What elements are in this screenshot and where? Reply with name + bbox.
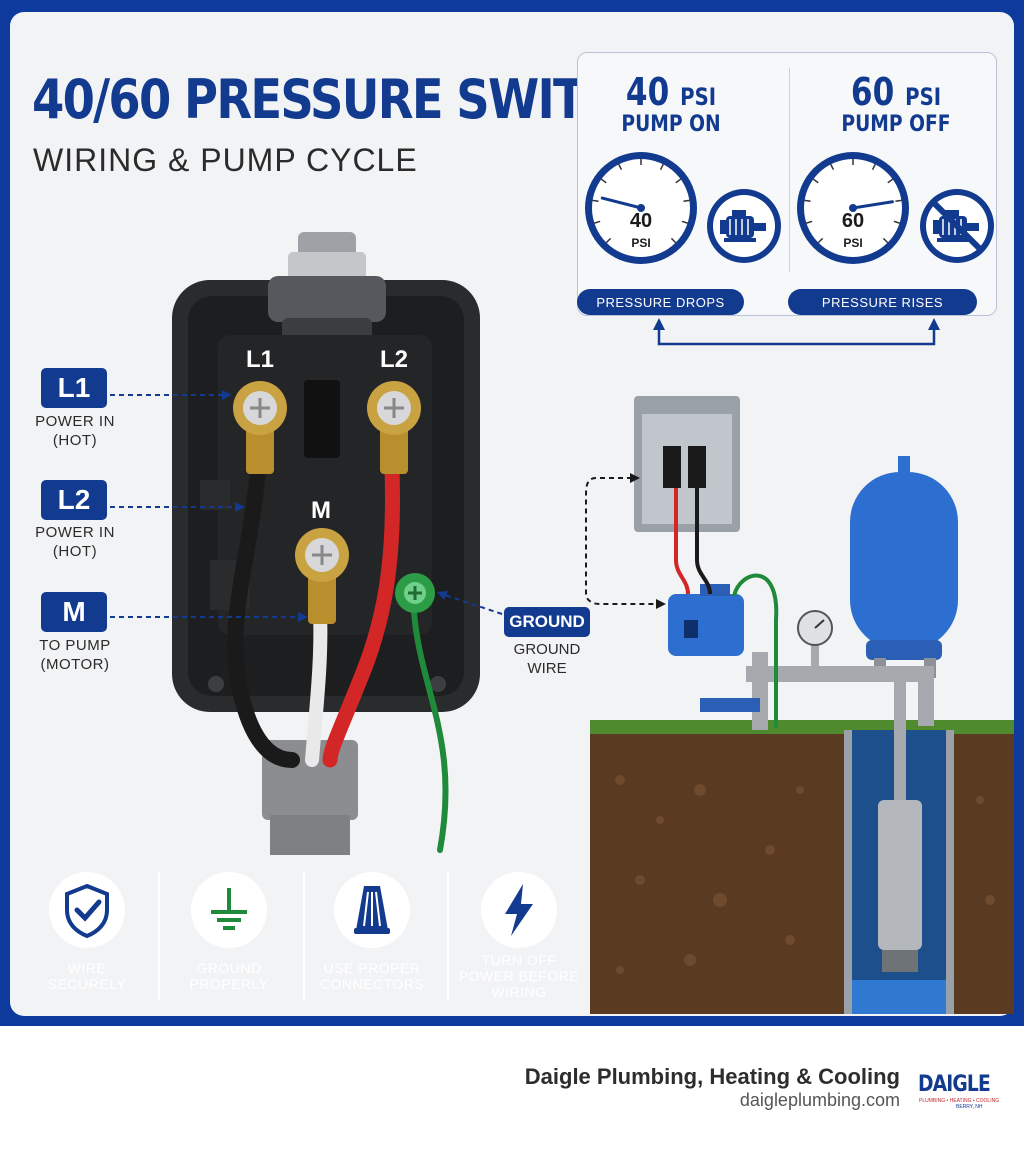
gauge-tick (887, 178, 894, 184)
gauge-tick (895, 199, 902, 203)
pump-on-psi-value: 40 (625, 70, 670, 114)
terminal-mark-l1: L1 (246, 346, 275, 373)
motor-running-icon (707, 189, 781, 263)
shield-check-icon (49, 872, 125, 948)
tip-line: CONNECTORS (319, 976, 425, 992)
gauge-tick (806, 220, 813, 224)
tip-separator (303, 872, 305, 1000)
cycle-arrow (653, 318, 940, 346)
l1-badge: L1 (41, 368, 107, 408)
lightning-bolt-icon (481, 872, 557, 948)
wire-nut-icon (334, 872, 410, 948)
pump-off-psi: 60 PSI (814, 70, 978, 114)
tip-turn-off-power: TURN OFF POWER BEFORE WIRING (454, 952, 584, 1000)
company-name: Daigle Plumbing, Heating & Cooling (524, 1064, 900, 1089)
gauge-tick (882, 237, 889, 244)
pump-on-psi-unit: PSI (680, 83, 717, 111)
tip-line: WIRE (67, 960, 107, 976)
gauge-tick (871, 164, 876, 171)
ground-badge: GROUND (504, 607, 590, 637)
gauge-tick (893, 220, 900, 224)
pump-off-label: PUMP OFF (841, 112, 951, 137)
ground-description: GROUND WIRE (497, 640, 597, 678)
ground-symbol-icon (191, 872, 267, 948)
gauge-tick (670, 237, 677, 244)
gauge-tick (594, 220, 601, 224)
gauge-tick (605, 237, 612, 244)
l1-description: POWER IN (HOT) (20, 412, 130, 450)
tip-use-proper-connectors: USE PROPER CONNECTORS (307, 960, 437, 992)
pump-on-psi: 40 PSI (589, 70, 753, 114)
tip-line: PROPERLY (189, 976, 269, 992)
l2-text-line1: POWER IN (35, 524, 115, 541)
gauge-tick (817, 237, 824, 244)
gauge-40-value: 40 (629, 210, 653, 232)
gauge-tick (592, 199, 599, 203)
gauge-tick (804, 199, 811, 203)
m-description: TO PUMP (MOTOR) (20, 636, 130, 674)
page-subtitle: WIRING & PUMP CYCLE (33, 142, 418, 178)
l2-description: POWER IN (HOT) (20, 523, 130, 561)
tip-line: POWER BEFORE (458, 968, 580, 984)
logo-tagline: PLUMBING • HEATING • COOLING (919, 1098, 1000, 1104)
pump-on-label: PUMP ON (621, 112, 721, 137)
gauge-tick (675, 178, 682, 184)
l2-badge: L2 (41, 480, 107, 520)
gauge-40-unit: PSI (631, 236, 651, 250)
tip-ground-properly: GROUND PROPERLY (164, 960, 294, 992)
l1-text-line2: (HOT) (52, 432, 98, 449)
tip-line: SECURELY (47, 976, 127, 992)
tip-line: TURN OFF (481, 952, 557, 968)
page-title: 40/60 PRESSURE SWITCH (32, 68, 654, 131)
l2-text-line2: (HOT) (52, 543, 98, 560)
motor-stopped-icon (920, 189, 994, 263)
tip-separator (447, 872, 449, 1000)
logo-place: BERRY, NH (956, 1104, 983, 1110)
tip-separator (158, 872, 160, 1000)
tip-wire-securely: WIRE SECURELY (22, 960, 152, 992)
pressure-switch-illustration (110, 232, 503, 855)
l1-text-line1: POWER IN (35, 413, 115, 430)
gauge-tick (830, 164, 835, 171)
company-url[interactable]: daigleplumbing.com (739, 1090, 900, 1110)
gauge-60-psi (797, 152, 909, 264)
cycle-divider (789, 68, 790, 272)
well-system-illustration (585, 396, 1014, 1014)
pressure-rises-pill: PRESSURE RISES (788, 289, 977, 315)
ground-text-line2: WIRE (527, 660, 567, 677)
gauge-tick (618, 164, 623, 171)
m-text-line1: TO PUMP (39, 637, 111, 654)
tip-line: WIRING (491, 984, 547, 1000)
tip-line: GROUND (196, 960, 262, 976)
gauge-60-value: 60 (841, 210, 865, 232)
ground-text-line1: GROUND (513, 641, 581, 658)
gauge-tick (600, 178, 607, 184)
gauge-tick (812, 178, 819, 184)
gauge-60-unit: PSI (843, 236, 863, 250)
pressure-drops-pill: PRESSURE DROPS (577, 289, 744, 315)
gauge-tick (659, 164, 664, 171)
tip-line: USE PROPER (323, 960, 421, 976)
company-logo: DAIGLE (918, 1072, 991, 1097)
gauge-tick (683, 199, 690, 203)
gauge-40-psi (585, 152, 697, 264)
terminal-mark-m: M (311, 497, 331, 524)
gauge-tick (681, 220, 688, 224)
pump-off-psi-unit: PSI (905, 83, 942, 111)
m-text-line2: (MOTOR) (40, 656, 110, 673)
pump-off-psi-value: 60 (850, 70, 895, 114)
m-badge: M (41, 592, 107, 632)
terminal-mark-l2: L2 (380, 346, 409, 373)
